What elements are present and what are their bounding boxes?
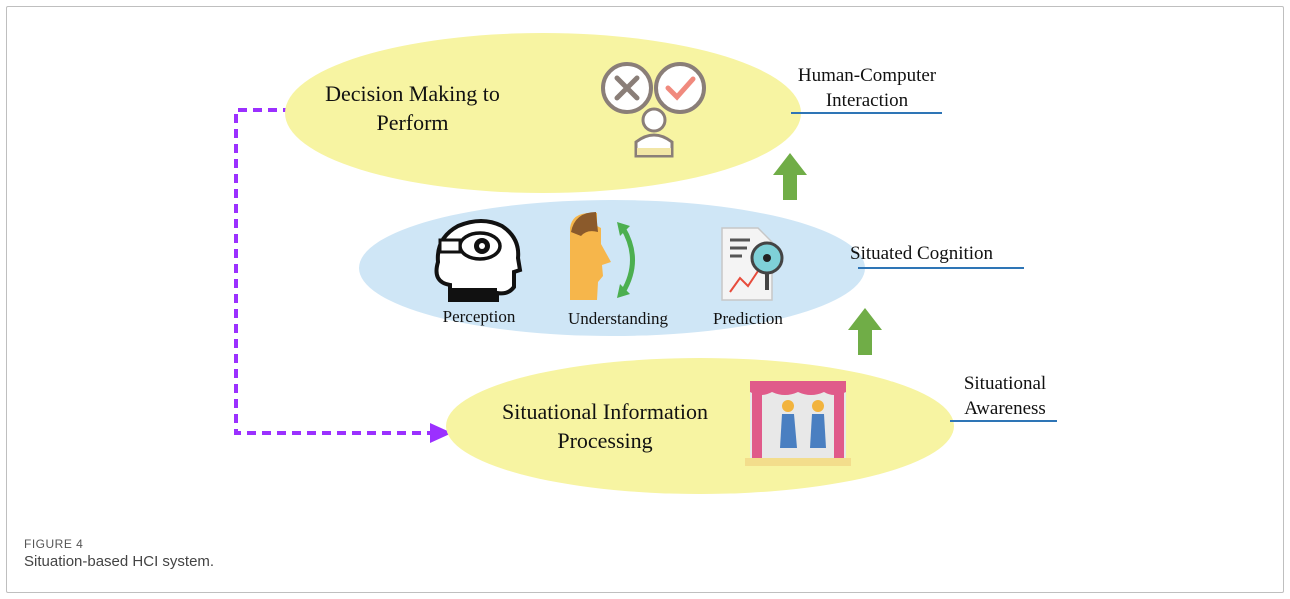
stage-scene-icon (745, 381, 851, 466)
up-arrow-upper (773, 153, 807, 200)
prediction-label: Prediction (713, 309, 783, 328)
understanding-label: Understanding (567, 309, 669, 328)
feedback-dashed-arrow (234, 108, 436, 435)
decision-making-label: Decision Making to Perform (325, 81, 500, 135)
perception-label: Perception (442, 307, 516, 326)
up-arrow-lower (848, 308, 882, 355)
understanding-face-icon (570, 212, 635, 300)
feedback-arrowhead (430, 423, 452, 443)
figure-caption: Situation-based HCI system. (24, 553, 215, 570)
situated-cognition-label: Situated Cognition (850, 243, 994, 264)
perception-eye-head-icon (434, 219, 523, 302)
decision-icon (601, 62, 706, 158)
prediction-document-icon (721, 227, 784, 301)
situational-processing-label: Situational Information Processing (502, 399, 708, 453)
situational-awareness-label: Situational Awareness (963, 373, 1047, 419)
figure-label: FIGURE 4 (24, 537, 84, 551)
hci-label: Human-Computer Interaction (797, 65, 937, 111)
